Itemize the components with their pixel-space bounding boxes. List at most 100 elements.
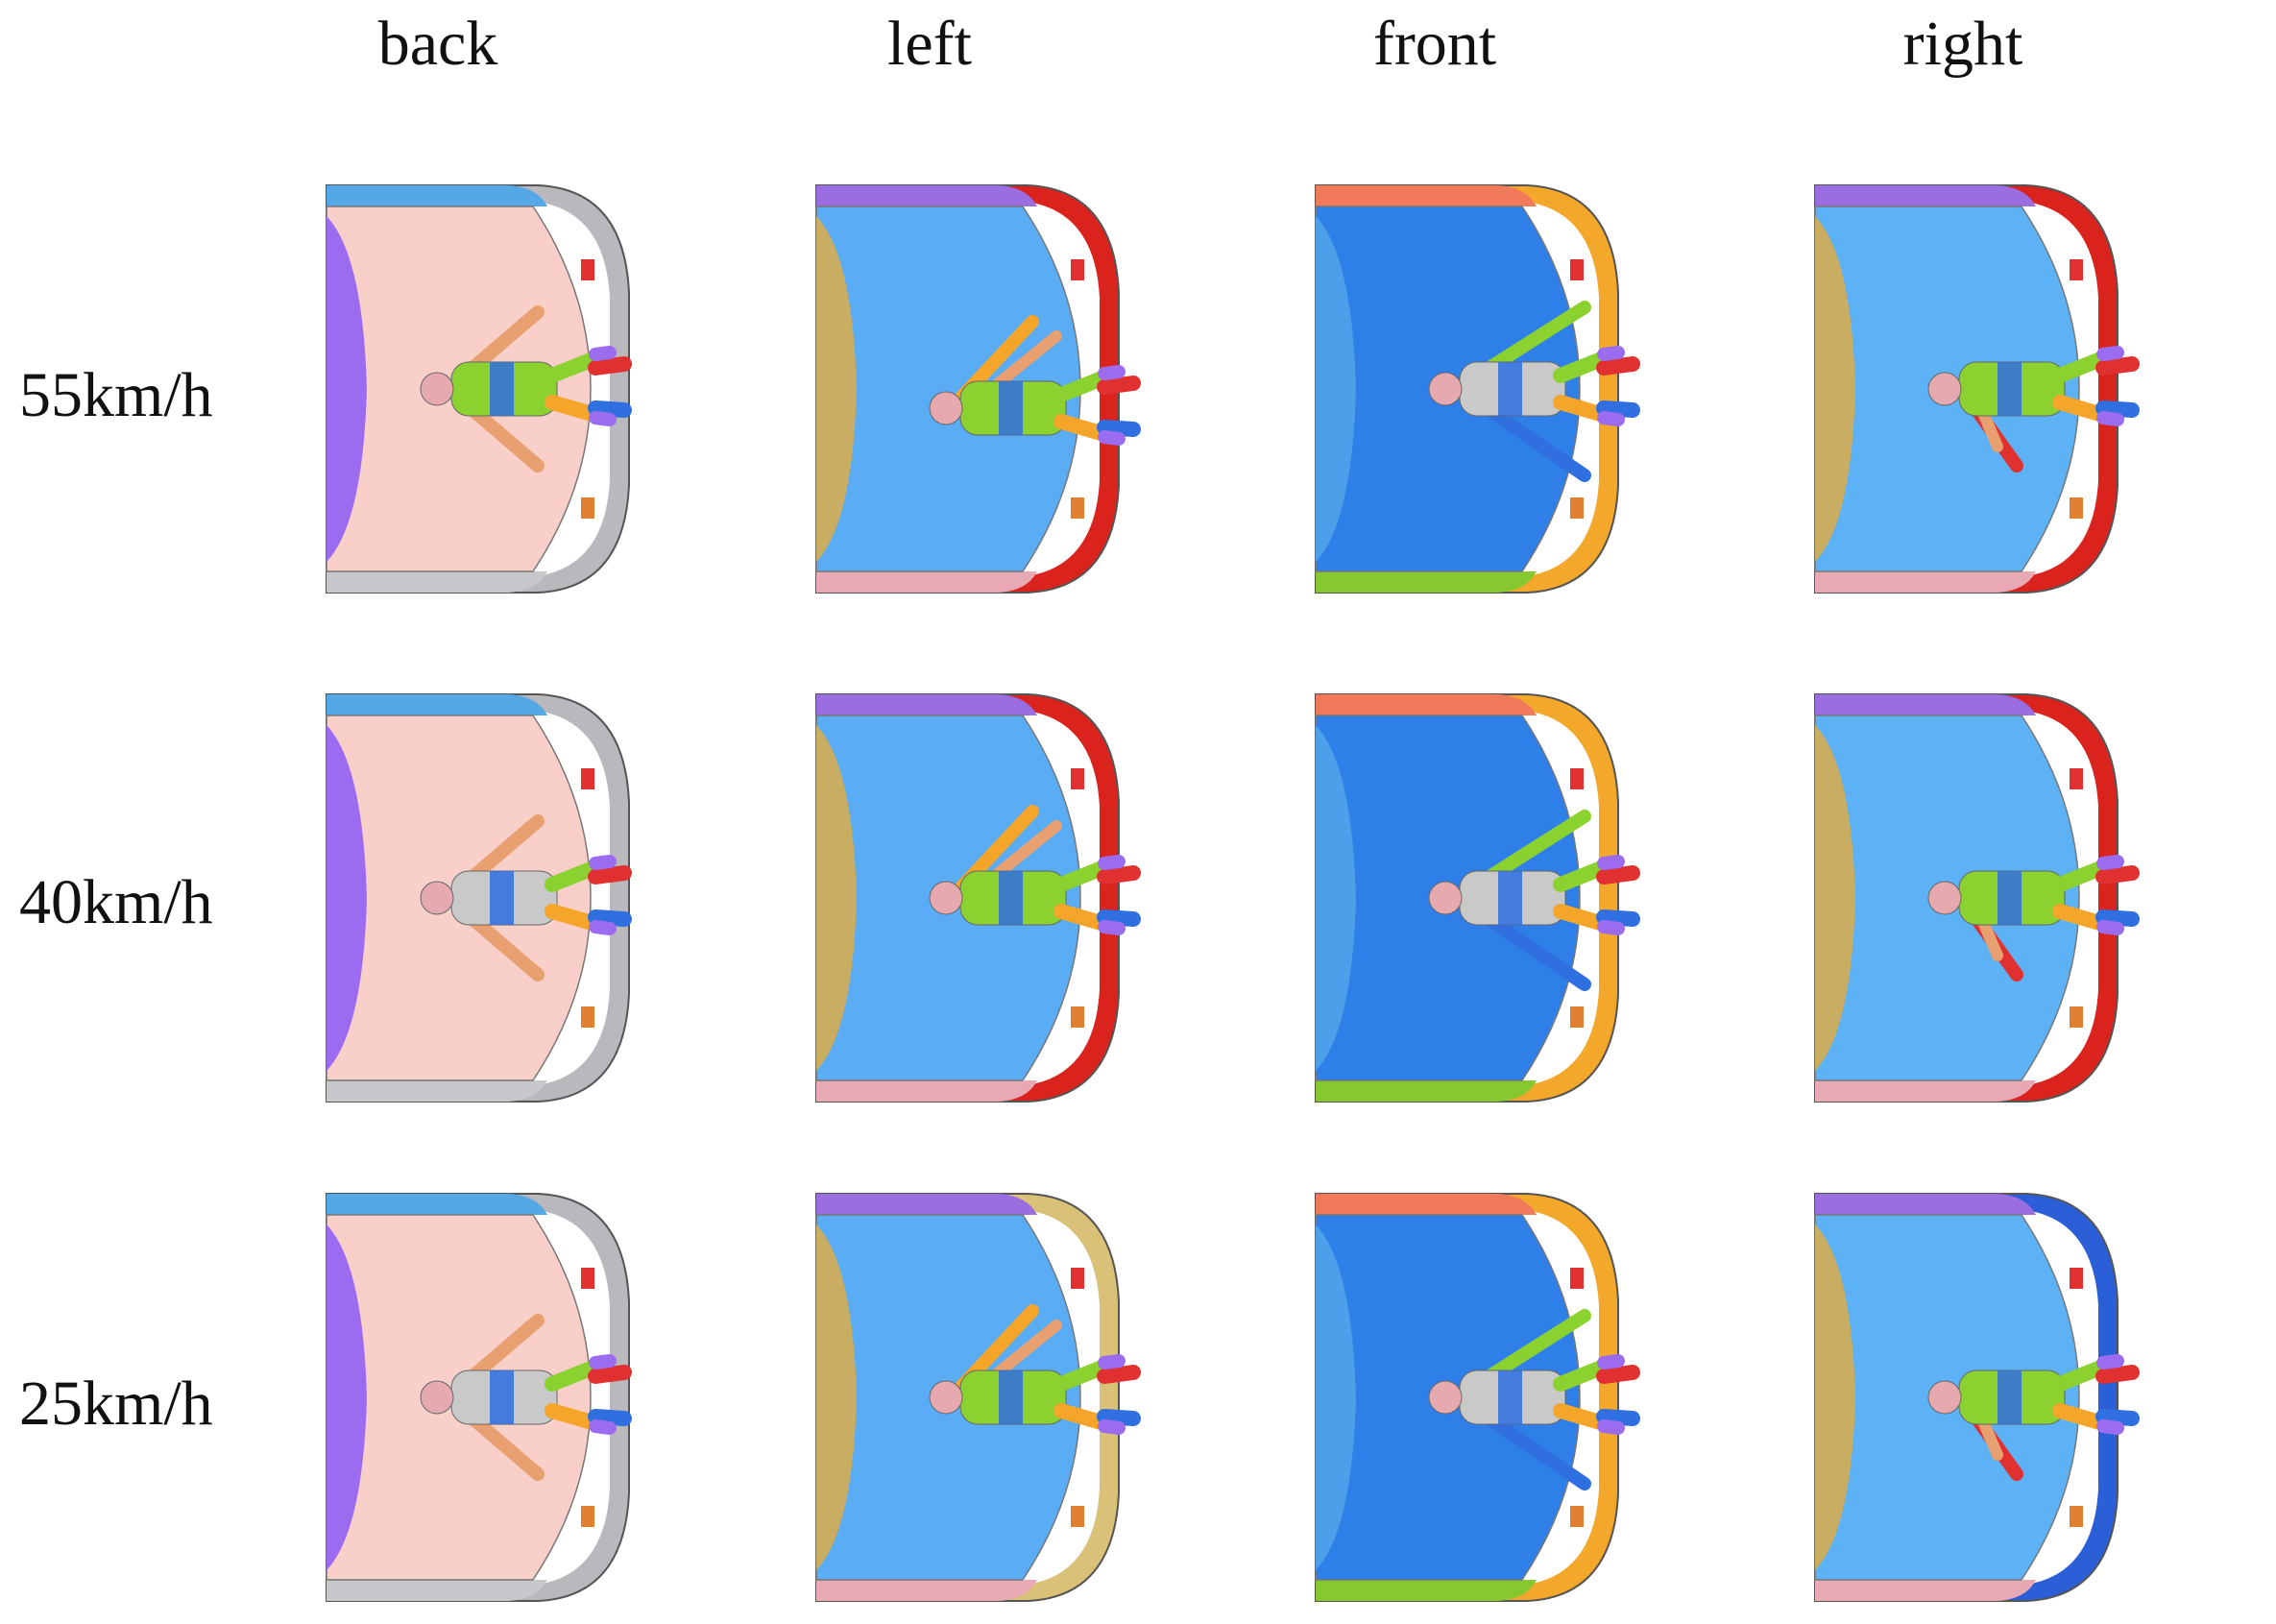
wiper-top <box>1570 1268 1584 1289</box>
knee-right <box>2095 909 2140 927</box>
wiper-bottom <box>2070 497 2083 519</box>
row-label-40kmh: 40km/h <box>19 867 213 937</box>
row-label-25kmh: 25km/h <box>19 1369 213 1439</box>
pedestrian-model <box>929 805 1141 935</box>
roof-edge-bottom <box>1815 1580 2036 1601</box>
knee-left <box>588 356 632 376</box>
panel-left-25kmh <box>807 1186 1287 1609</box>
torso-band <box>1498 1370 1522 1424</box>
car-top-view <box>326 184 632 594</box>
car-top-view <box>1814 693 2140 1103</box>
knee-left <box>1097 1365 1141 1384</box>
head <box>1428 1380 1463 1415</box>
pedestrian-model <box>929 315 1141 446</box>
car-top-view <box>1814 1193 2140 1602</box>
wiper-bottom <box>1570 1506 1584 1527</box>
head <box>1927 372 1962 406</box>
knee-right <box>1097 420 1141 437</box>
hood <box>327 1224 367 1570</box>
knee-left <box>1097 376 1141 395</box>
foot-right <box>1597 920 1625 935</box>
foot-left <box>589 1354 617 1369</box>
roof-edge-bottom <box>1316 1580 1537 1601</box>
knee-right <box>1097 909 1141 927</box>
car-top-view <box>326 1193 632 1602</box>
foot-right <box>589 920 617 935</box>
column-label-back: back <box>377 9 498 79</box>
torso-band <box>1498 871 1522 925</box>
pedestrian-model <box>1927 1354 2140 1481</box>
arm-left <box>464 305 545 376</box>
column-label-front: front <box>1372 9 1497 79</box>
head <box>420 881 454 915</box>
car-top-view <box>326 693 632 1103</box>
car-top-view <box>1315 184 1640 594</box>
head <box>1927 881 1962 915</box>
wiper-bottom <box>1071 497 1084 519</box>
foot-left <box>589 346 617 361</box>
foot-right <box>1098 1419 1126 1435</box>
torso-band <box>1998 871 2022 925</box>
roof-edge-top <box>1316 694 1537 715</box>
wiper-top <box>1071 1268 1084 1289</box>
hood <box>1815 725 1855 1071</box>
roof-edge-top <box>1815 185 2036 206</box>
column-label-right: right <box>1902 9 2023 79</box>
wiper-bottom <box>1071 1006 1084 1028</box>
arm-left <box>464 814 545 885</box>
knee-left <box>1097 865 1141 885</box>
knee-right <box>1596 400 1640 418</box>
panel-front-25kmh <box>1306 1186 1786 1609</box>
hood <box>1815 216 1855 562</box>
foot-left <box>1597 1354 1625 1369</box>
roof-edge-bottom <box>816 1080 1037 1102</box>
knee-left <box>2095 356 2140 376</box>
roof-edge-bottom <box>327 1580 547 1601</box>
foot-right <box>589 411 617 426</box>
knee-left <box>588 865 632 885</box>
hood <box>1815 1224 1855 1570</box>
roof-edge-bottom <box>327 571 547 593</box>
foot-left <box>2096 1354 2124 1369</box>
head <box>929 881 963 915</box>
car-top-view <box>1814 184 2140 594</box>
car-top-view <box>815 693 1141 1103</box>
pedestrian-model <box>420 814 632 982</box>
wiper-top <box>2070 259 2083 280</box>
roof-edge-bottom <box>816 1580 1037 1601</box>
foot-left <box>1098 365 1126 380</box>
pedestrian-model <box>1927 855 2140 982</box>
roof-edge-top <box>1316 185 1537 206</box>
arm-left <box>464 1314 545 1385</box>
wiper-top <box>1071 259 1084 280</box>
knee-right <box>588 909 632 927</box>
car-top-view <box>815 184 1141 594</box>
hood <box>1316 1224 1356 1570</box>
roof-edge-top <box>1815 1194 2036 1215</box>
hood <box>327 725 367 1071</box>
roof-edge-top <box>327 1194 547 1215</box>
pedestrian-model <box>929 1304 1141 1435</box>
torso-band <box>490 871 514 925</box>
head <box>1428 372 1463 406</box>
foot-right <box>1098 430 1126 446</box>
foot-left <box>2096 346 2124 361</box>
wiper-bottom <box>2070 1006 2083 1028</box>
pedestrian-model <box>1927 346 2140 473</box>
panel-back-40kmh <box>317 687 797 1109</box>
pedestrian-model <box>1428 1309 1640 1491</box>
panel-right-55kmh <box>1805 178 2276 600</box>
knee-left <box>1596 1365 1640 1384</box>
arm-right <box>464 910 545 982</box>
wiper-top <box>2070 1268 2083 1289</box>
arm-right <box>464 401 545 473</box>
foot-right <box>2096 1419 2124 1435</box>
wiper-top <box>1071 768 1084 789</box>
torso-band <box>490 1370 514 1424</box>
panel-right-25kmh <box>1805 1186 2276 1609</box>
torso-band <box>1998 362 2022 416</box>
foot-right <box>1597 1419 1625 1435</box>
torso-band <box>999 381 1023 435</box>
foot-right <box>2096 920 2124 935</box>
wiper-bottom <box>581 497 594 519</box>
